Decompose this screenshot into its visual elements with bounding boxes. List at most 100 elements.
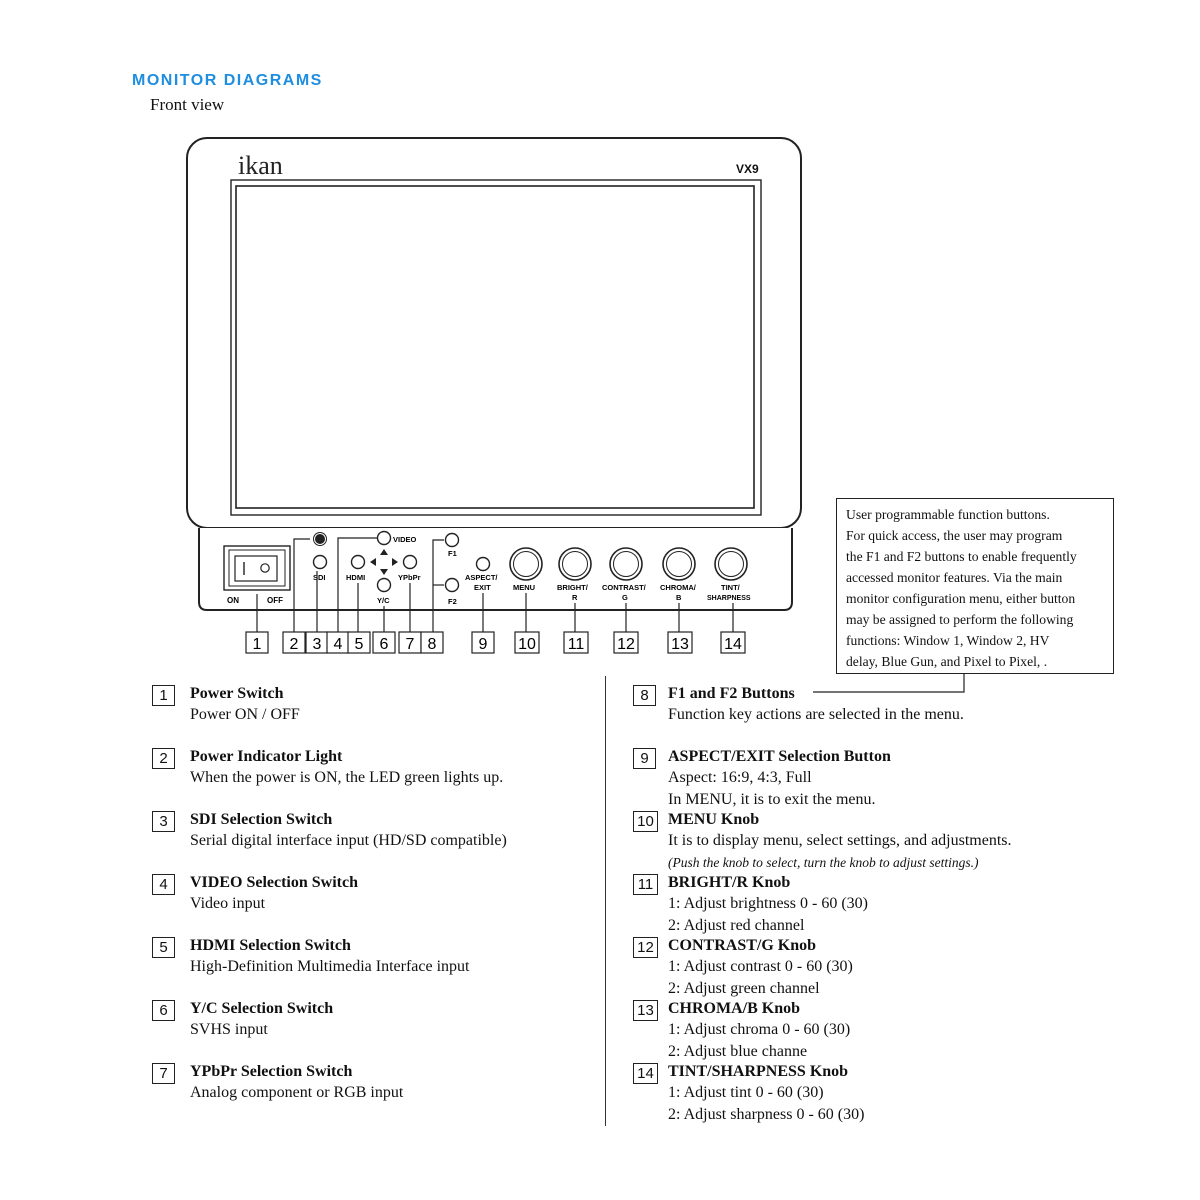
- legend-title: Power Indicator Light: [190, 748, 343, 765]
- legend-title: F1 and F2 Buttons: [668, 685, 795, 702]
- legend-title: TINT/SHARPNESS Knob: [668, 1063, 849, 1080]
- legend-desc: Analog component or RGB input: [190, 1084, 404, 1101]
- bright-r-knob[interactable]: [558, 547, 592, 581]
- contrast-g-knob[interactable]: [609, 547, 643, 581]
- chroma-b-knob[interactable]: [662, 547, 696, 581]
- legend-number: 2: [152, 748, 175, 769]
- power-indicator-ring: [313, 532, 327, 546]
- callout-7: 7: [406, 636, 415, 653]
- callout-8: 8: [428, 636, 437, 653]
- legend-desc: 2: Adjust sharpness 0 - 60 (30): [668, 1105, 865, 1123]
- callout-line: User programmable function buttons.: [846, 507, 1050, 522]
- legend-desc: 2: Adjust green channel: [668, 979, 820, 997]
- yc-button[interactable]: [376, 577, 392, 593]
- sharpness-label: SHARPNESS: [707, 595, 751, 602]
- section-title: MONITOR DIAGRAMS: [132, 72, 323, 89]
- callout-3: 3: [313, 636, 322, 653]
- menu-label: MENU: [513, 583, 535, 592]
- legend-number: 11: [633, 874, 658, 895]
- callout-8-box: [420, 631, 444, 654]
- exit-label: EXIT: [474, 583, 491, 592]
- legend-desc: When the power is ON, the LED green ligh…: [190, 769, 504, 786]
- callout-12: 12: [617, 636, 635, 653]
- legend-desc: SVHS input: [190, 1021, 268, 1038]
- callout-13-box: [667, 631, 693, 654]
- tint-label: TINT/: [721, 583, 741, 592]
- callout-2-box: [282, 631, 306, 654]
- legend-number: 9: [633, 748, 656, 769]
- callout-9-box: [471, 631, 495, 654]
- legend-number: 3: [152, 811, 175, 832]
- monitor-screen: [235, 185, 755, 509]
- legend-desc: 1: Adjust chroma 0 - 60 (30): [668, 1021, 851, 1038]
- callout-line: monitor configuration menu, either butto…: [846, 591, 1076, 606]
- callout-11: 11: [568, 636, 585, 653]
- callout-6: 6: [380, 636, 389, 653]
- contrast-label: CONTRAST/: [602, 583, 647, 592]
- f2-button[interactable]: [444, 577, 460, 593]
- video-label: VIDEO: [393, 535, 417, 544]
- power-switch[interactable]: [223, 545, 291, 591]
- legend-desc: Power ON / OFF: [190, 706, 300, 723]
- legend-title: MENU Knob: [668, 811, 760, 828]
- legend-desc: Function key actions are selected in the…: [668, 706, 964, 723]
- callout-6-box: [372, 631, 396, 654]
- f1-label: F1: [448, 549, 457, 558]
- callout-line: For quick access, the user may program: [846, 528, 1063, 543]
- off-label: OFF: [267, 596, 283, 605]
- contrast-g-label: G: [622, 593, 628, 602]
- legend-title: BRIGHT/R Knob: [668, 874, 791, 891]
- legend-desc: In MENU, it is to exit the menu.: [668, 790, 876, 808]
- callout-4: 4: [334, 636, 343, 653]
- bright-label: BRIGHT/: [557, 583, 589, 592]
- legend-number: 13: [633, 1000, 658, 1021]
- callout-12-box: [613, 631, 639, 654]
- legend-note: (Push the knob to select, turn the knob …: [668, 854, 979, 870]
- legend-title: Power Switch: [190, 685, 284, 702]
- callout-5-box: [347, 631, 371, 654]
- callout-10: 10: [518, 636, 536, 653]
- menu-knob[interactable]: [509, 547, 543, 581]
- legend-number: 12: [633, 937, 658, 958]
- leader-lines: [256, 537, 965, 693]
- legend-title: YPbPr Selection Switch: [190, 1063, 353, 1080]
- ypbpr-button[interactable]: [402, 554, 418, 570]
- legend-title: ASPECT/EXIT Selection Button: [668, 748, 891, 765]
- chroma-b-label: B: [676, 593, 682, 602]
- tint-sharpness-knob[interactable]: [714, 547, 748, 581]
- video-button[interactable]: [376, 530, 392, 546]
- legend-title: HDMI Selection Switch: [190, 937, 351, 954]
- f2-label: F2: [448, 597, 457, 606]
- callout-line: delay, Blue Gun, and Pixel to Pixel, .: [846, 654, 1048, 669]
- sdi-button[interactable]: [312, 554, 328, 570]
- callout-13: 13: [671, 636, 689, 653]
- hdmi-button[interactable]: [350, 554, 366, 570]
- callout-boxes: 1 2 3 4 5 6 7 8 9 10 11 12 13 14: [245, 631, 746, 654]
- f1-button[interactable]: [444, 532, 460, 548]
- callout-line: may be assigned to perform the following: [846, 612, 1074, 627]
- legend-number: 7: [152, 1063, 175, 1084]
- aspect-exit-button[interactable]: [475, 556, 491, 572]
- legend-number: 1: [152, 685, 175, 706]
- brand-logo: ikan: [238, 151, 283, 180]
- legend-title: VIDEO Selection Switch: [190, 874, 358, 891]
- hdmi-label: HDMI: [346, 573, 365, 582]
- legend-desc: Aspect: 16:9, 4:3, Full: [668, 769, 812, 786]
- callout-5: 5: [355, 636, 364, 653]
- function-buttons-callout: User programmable function buttons. For …: [836, 498, 1114, 674]
- sdi-label: SDI: [313, 573, 326, 582]
- direction-arrows-icon: [370, 549, 398, 575]
- callout-14-box: [720, 631, 746, 654]
- legend-desc: Video input: [190, 895, 266, 912]
- legend-number: 14: [633, 1063, 658, 1084]
- power-indicator-light: [315, 534, 325, 544]
- callout-1-box: [245, 631, 269, 654]
- callout-2: 2: [290, 636, 299, 653]
- callout-9: 9: [479, 636, 488, 653]
- model-label: VX9: [736, 162, 759, 176]
- callout-14: 14: [724, 636, 742, 653]
- yc-label: Y/C: [377, 596, 390, 605]
- callout-line: functions: Window 1, Window 2, HV: [846, 633, 1050, 648]
- callout-line: accessed monitor features. Via the main: [846, 570, 1063, 585]
- legend-desc: 1: Adjust contrast 0 - 60 (30): [668, 958, 853, 975]
